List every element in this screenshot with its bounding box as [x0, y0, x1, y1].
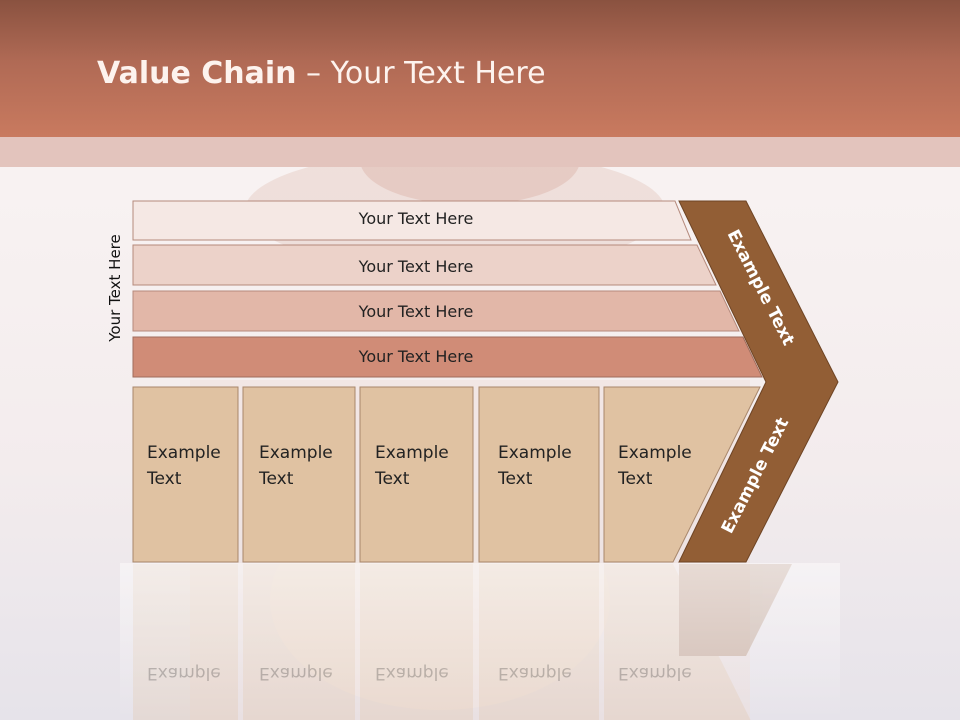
- row-label-4: Your Text Here: [358, 347, 474, 366]
- box-2-line-1: Example: [259, 443, 333, 463]
- reflection-text-3: Example: [375, 663, 449, 683]
- row-banner-4[interactable]: [132, 336, 763, 378]
- box-4-line-2: Text: [497, 469, 533, 489]
- row-label-1: Your Text Here: [358, 209, 474, 228]
- header-band: [0, 137, 960, 167]
- reflection-text: Example Example Example Example Example: [147, 663, 692, 683]
- box-1-line-2: Text: [146, 469, 182, 489]
- reflection-text-1: Example: [147, 663, 221, 683]
- page-title: Value Chain – Your Text Here: [97, 56, 546, 91]
- box-4-line-1: Example: [498, 443, 572, 463]
- activity-box-5[interactable]: [603, 386, 761, 563]
- reflection-text-4: Example: [498, 663, 572, 683]
- row-banner-3[interactable]: [132, 290, 740, 332]
- activity-box-3[interactable]: [359, 386, 474, 563]
- box-3-line-2: Text: [374, 469, 410, 489]
- box-5-line-1: Example: [618, 443, 692, 463]
- title-bold: Value Chain: [97, 56, 297, 91]
- activity-box-1[interactable]: [132, 386, 239, 563]
- reflection-text-2: Example: [259, 663, 333, 683]
- reflection-text-5: Example: [618, 663, 692, 683]
- box-1-line-1: Example: [147, 443, 221, 463]
- row-banner-2[interactable]: [132, 244, 717, 286]
- title-rest: – Your Text Here: [296, 56, 546, 91]
- activity-box-4[interactable]: [478, 386, 600, 563]
- box-5-line-2: Text: [617, 469, 653, 489]
- header-bar: [0, 0, 960, 137]
- margin-chevron[interactable]: [678, 200, 839, 563]
- row-label-3: Your Text Here: [358, 302, 474, 321]
- reflection-fade: [120, 563, 840, 720]
- row-label-2: Your Text Here: [358, 257, 474, 276]
- row-banner-1[interactable]: [132, 200, 692, 241]
- box-3-line-1: Example: [375, 443, 449, 463]
- box-2-line-2: Text: [258, 469, 294, 489]
- activity-box-2[interactable]: [242, 386, 356, 563]
